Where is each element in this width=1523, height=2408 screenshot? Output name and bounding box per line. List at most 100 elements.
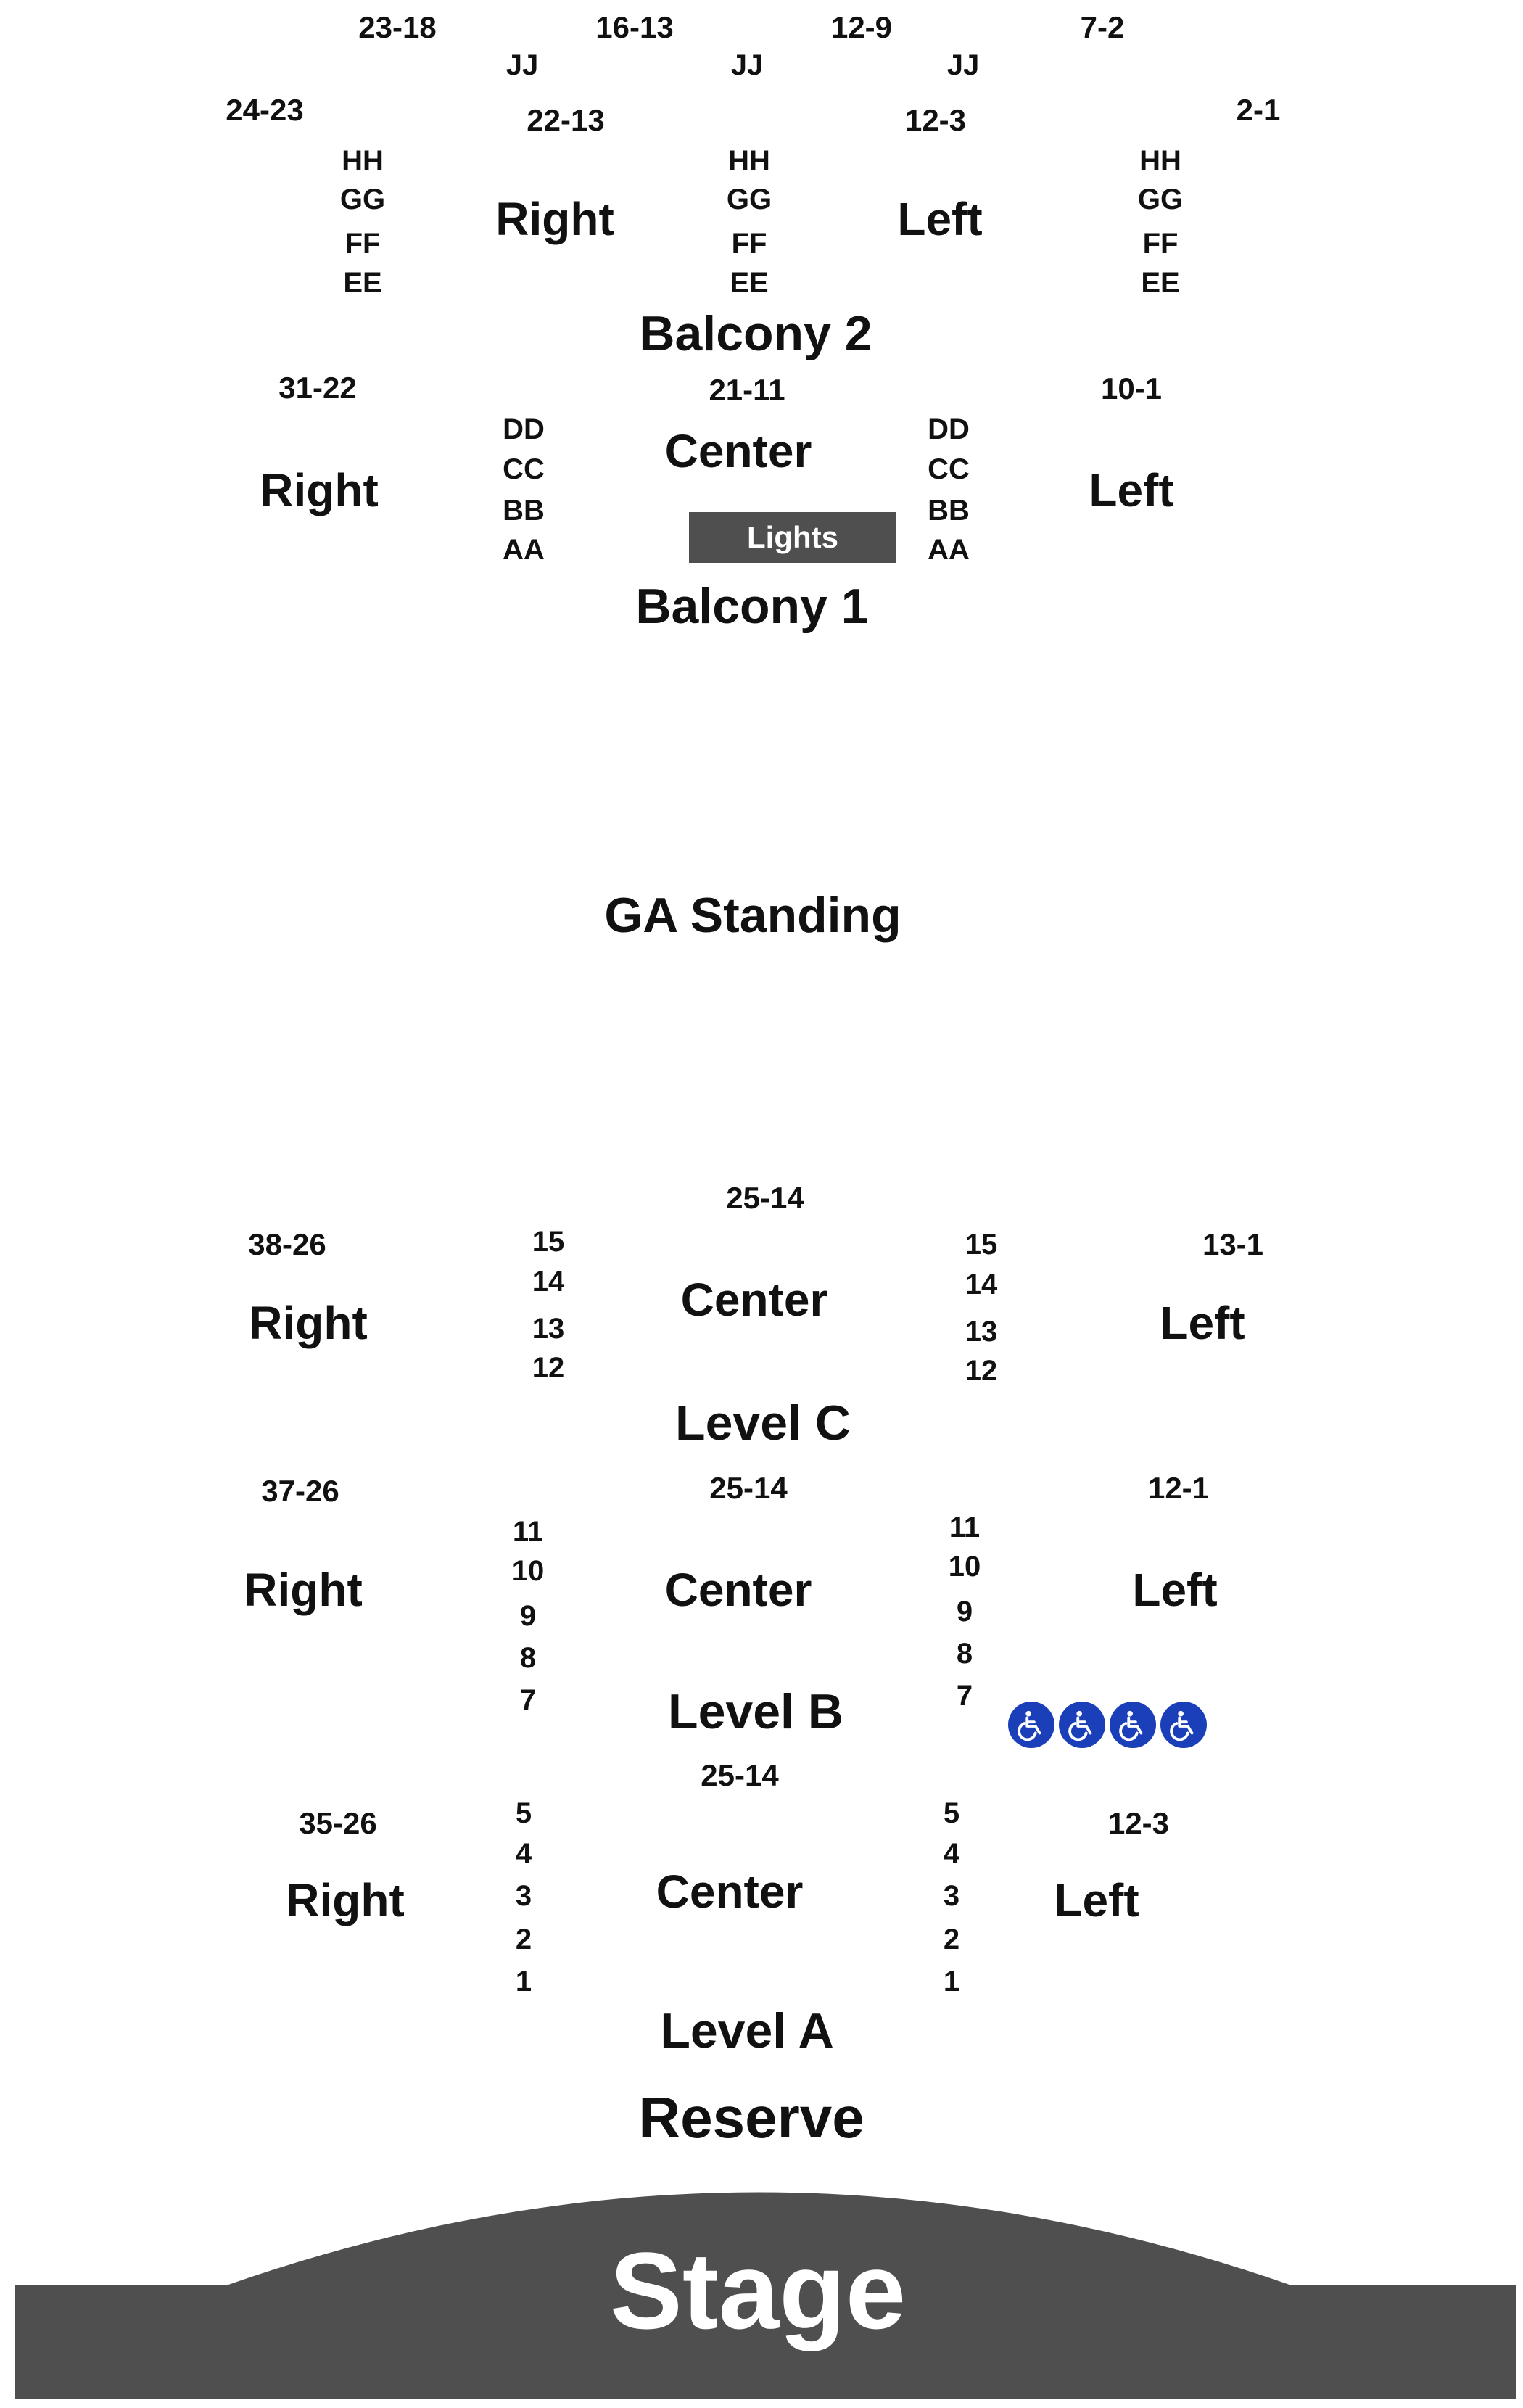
level-a-row-3: 3 [515, 1880, 532, 1912]
level-a-row-2: 2 [515, 1923, 532, 1955]
level-c-section-left[interactable]: Left [1160, 1297, 1245, 1349]
balcony1-range-10-1: 10-1 [1100, 371, 1163, 405]
balcony2-row-ff: FF [344, 228, 381, 260]
balcony1-row-dd: DD [928, 413, 970, 445]
level-a-range-35-26: 35-26 [299, 1806, 377, 1840]
level-c-row-13: 13 [965, 1316, 998, 1348]
balcony1-row-cc: CC [928, 453, 970, 485]
level-c-range-25-14: 25-14 [726, 1181, 804, 1215]
level-c-range-38-26: 38-26 [248, 1227, 326, 1261]
balcony2-section-right[interactable]: Right [495, 193, 614, 245]
level-a-section-center[interactable]: Center [656, 1865, 804, 1918]
level-a-section-left[interactable]: Left [1054, 1874, 1139, 1926]
balcony2-row-ff: FF [731, 228, 767, 260]
balcony1-row-aa: AA [928, 534, 970, 566]
balcony2-row-ee: EE [730, 267, 769, 299]
level-a-row-5: 5 [515, 1797, 532, 1829]
balcony2-row-gg: GG [1137, 184, 1184, 215]
level-a-section-right[interactable]: Right [286, 1874, 405, 1926]
level-c-row-14: 14 [532, 1266, 565, 1298]
balcony2-range-2-1: 2-1 [1236, 93, 1281, 127]
balcony2-range-12-3: 12-3 [904, 103, 967, 137]
level-b-row-7: 7 [956, 1680, 973, 1712]
level-b-section-center[interactable]: Center [664, 1564, 812, 1616]
level-b-row-11: 11 [949, 1512, 981, 1543]
balcony1-section-center[interactable]: Center [664, 425, 812, 477]
balcony2-title: Balcony 2 [639, 306, 872, 361]
wheelchair-seating[interactable] [1008, 1702, 1207, 1748]
ga-standing-section[interactable]: GA Standing [604, 888, 901, 943]
balcony2-range-12-9: 12-9 [830, 10, 893, 44]
level-c-row-13: 13 [532, 1313, 565, 1345]
level-a-row-4: 4 [943, 1838, 960, 1870]
level-a-range-12-3: 12-3 [1107, 1806, 1170, 1840]
wheelchair-icon[interactable] [1059, 1702, 1105, 1748]
level-b-row-11: 11 [512, 1516, 544, 1548]
balcony1-title: Balcony 1 [635, 579, 869, 634]
balcony1-row-dd: DD [503, 413, 545, 445]
level-a-range-25-14: 25-14 [701, 1758, 779, 1792]
balcony2-row-gg: GG [726, 184, 772, 215]
stage-label: Stage [609, 2230, 907, 2351]
balcony1-section-right[interactable]: Right [260, 464, 379, 516]
level-c-title: Level C [675, 1395, 851, 1451]
level-b-row-9: 9 [956, 1596, 973, 1628]
level-b-row-10: 10 [511, 1555, 545, 1587]
balcony1-range-31-22: 31-22 [278, 371, 357, 405]
level-b-row-10: 10 [948, 1551, 981, 1583]
balcony1-row-bb: BB [928, 495, 970, 527]
level-c-row-15: 15 [532, 1226, 565, 1258]
level-b-row-7: 7 [519, 1684, 537, 1716]
balcony2-range-16-13: 16-13 [595, 10, 674, 44]
balcony1-row-aa: AA [503, 534, 545, 566]
balcony2-row-ff: FF [1142, 228, 1179, 260]
level-c-row-12: 12 [532, 1352, 565, 1384]
level-b-row-8: 8 [519, 1642, 537, 1674]
reserve-label: Reserve [638, 2085, 864, 2150]
balcony2-row-ee: EE [343, 267, 382, 299]
level-a-row-1: 1 [943, 1966, 960, 1997]
level-a-row-1: 1 [515, 1966, 532, 1997]
level-c-section-center[interactable]: Center [680, 1274, 828, 1326]
level-b-row-8: 8 [956, 1638, 973, 1670]
level-b-title: Level B [668, 1684, 843, 1739]
balcony1-section-left[interactable]: Left [1089, 464, 1174, 516]
level-c-row-14: 14 [965, 1269, 998, 1300]
level-a-row-3: 3 [943, 1880, 960, 1912]
balcony2-row-hh: HH [342, 145, 384, 177]
balcony2-range-24-23: 24-23 [226, 93, 304, 127]
balcony2-range-7-2: 7-2 [1080, 10, 1125, 44]
level-b-range-25-14: 25-14 [709, 1471, 788, 1505]
balcony2-range-23-18: 23-18 [358, 10, 437, 44]
balcony2-section-left[interactable]: Left [897, 193, 983, 245]
balcony1-range-21-11: 21-11 [709, 373, 785, 407]
level-b-range-12-1: 12-1 [1147, 1471, 1210, 1505]
balcony2-row-ee: EE [1141, 267, 1180, 299]
wheelchair-icon[interactable] [1110, 1702, 1156, 1748]
balcony2-range-22-13: 22-13 [527, 103, 605, 137]
level-b-section-left[interactable]: Left [1132, 1564, 1218, 1616]
balcony2-row-gg: GG [339, 184, 386, 215]
wheelchair-icon[interactable] [1160, 1702, 1207, 1748]
level-c-row-15: 15 [965, 1229, 998, 1261]
level-c-row-12: 12 [965, 1355, 998, 1387]
level-c-range-13-1: 13-1 [1202, 1227, 1264, 1261]
level-a-row-4: 4 [515, 1838, 532, 1870]
balcony2-row-hh: HH [728, 145, 770, 177]
lights-label: Lights [747, 520, 838, 554]
balcony1-row-cc: CC [503, 453, 545, 485]
level-c-section-right[interactable]: Right [249, 1297, 368, 1349]
level-a-title: Level A [660, 2003, 834, 2058]
level-a-row-5: 5 [943, 1797, 960, 1829]
level-b-section-right[interactable]: Right [244, 1564, 363, 1616]
level-b-row-9: 9 [519, 1600, 537, 1632]
lights-booth: Lights [689, 512, 896, 563]
wheelchair-icon[interactable] [1008, 1702, 1054, 1748]
balcony2-row-jj: JJ [505, 49, 539, 81]
balcony1-row-bb: BB [503, 495, 545, 527]
level-a-row-2: 2 [943, 1923, 960, 1955]
balcony2-row-jj: JJ [730, 49, 764, 81]
balcony2-row-hh: HH [1139, 145, 1181, 177]
